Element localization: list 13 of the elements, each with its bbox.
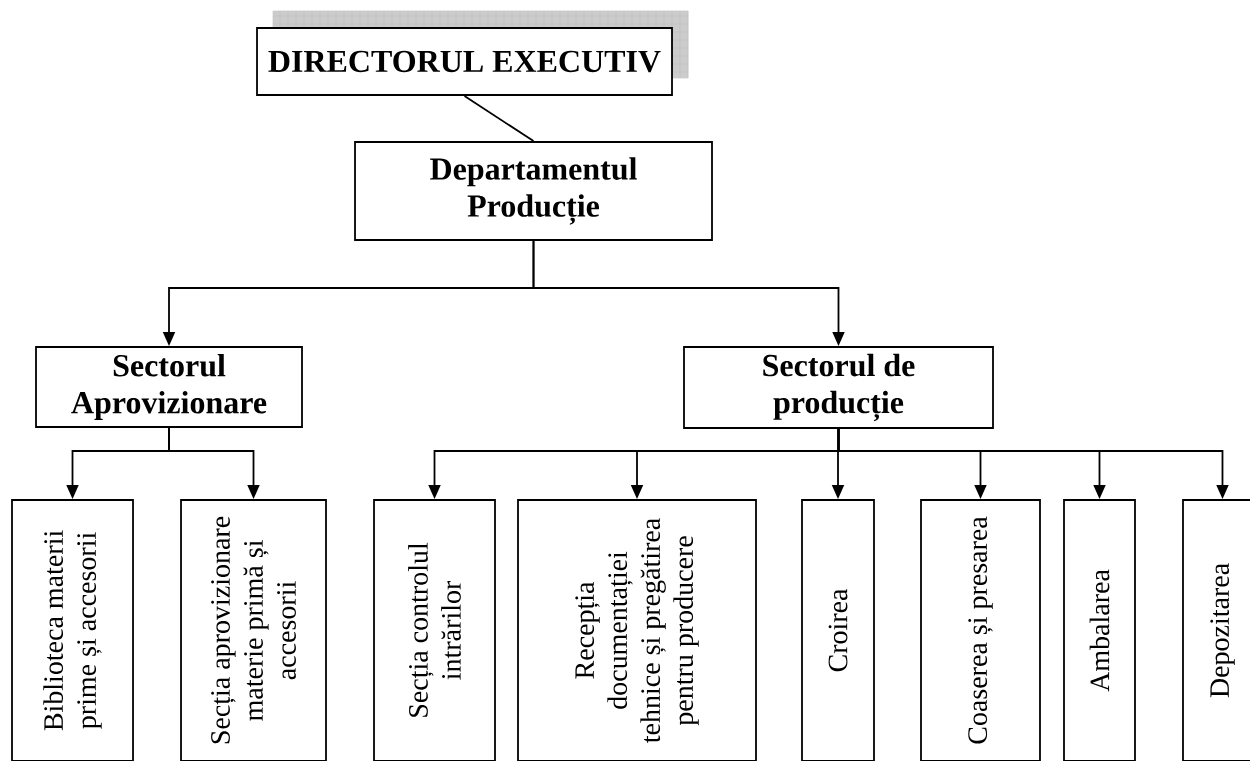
department-box: Coaserea și presarea [920, 499, 1041, 761]
department-box: Croirea [801, 499, 875, 761]
org-box: Departamentul Producție [354, 141, 713, 241]
department-box: Recepția documentației tehnice și pregătirea pentru producere [517, 499, 757, 761]
department-box: Ambalarea [1063, 499, 1136, 761]
department-box: Depozitarea [1182, 499, 1250, 761]
department-box: Secția aprovizionare materie primă și accesorii [180, 499, 327, 761]
org-box: Sectorul de producție [683, 346, 994, 429]
org-box: Sectorul Aprovizionare [35, 346, 303, 428]
connector [463, 95, 535, 142]
department-box: Biblioteca materii prime și accesorii [11, 499, 134, 761]
org-box: DIRECTORUL EXECUTIV [256, 27, 673, 96]
department-box: Secția controlul intrărilor [373, 499, 496, 761]
